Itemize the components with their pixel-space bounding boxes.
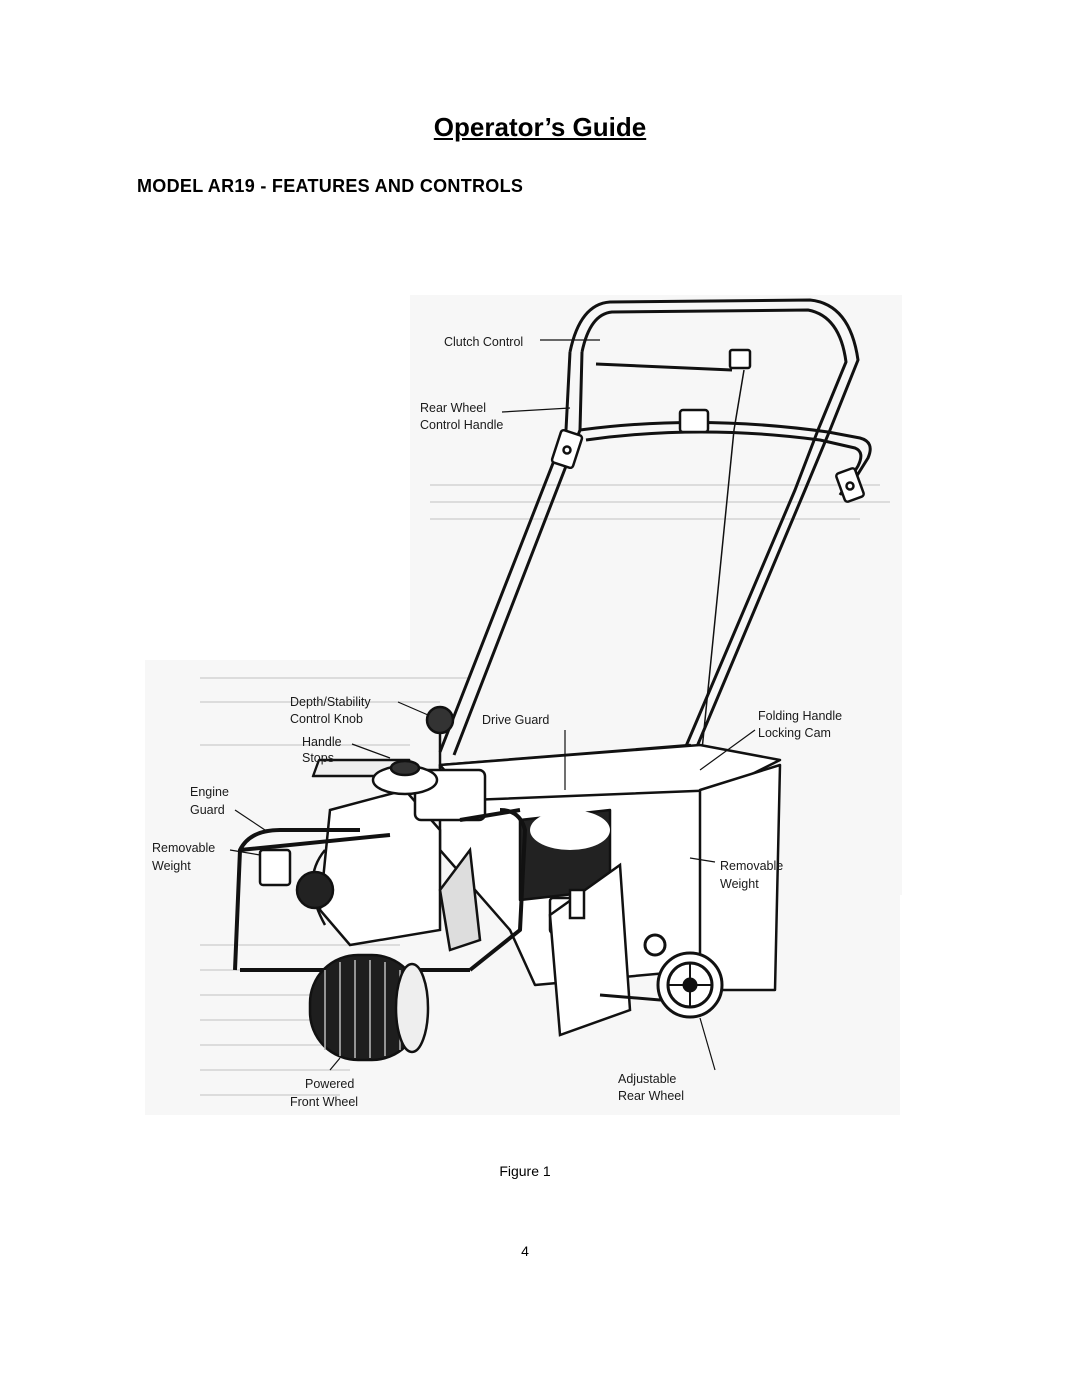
label-weight-left-line1: Removable bbox=[152, 841, 215, 855]
label-powered-line2: Front Wheel bbox=[290, 1095, 358, 1109]
section-heading: MODEL AR19 - FEATURES AND CONTROLS bbox=[137, 176, 524, 196]
label-weight-right-line1: Removable bbox=[720, 859, 783, 873]
label-depth-line2: Control Knob bbox=[290, 712, 363, 726]
label-rear-wheel-line2: Control Handle bbox=[420, 418, 503, 432]
label-engine-line1: Engine bbox=[190, 785, 229, 799]
label-engine-line2: Guard bbox=[190, 803, 225, 817]
powered-front-wheel bbox=[308, 953, 430, 1062]
label-handle-stops-line2: Stops bbox=[302, 751, 334, 765]
label-handle-stops-line1: Handle bbox=[302, 735, 342, 749]
label-folding-line2: Locking Cam bbox=[758, 726, 831, 740]
label-depth-line1: Depth/Stability bbox=[290, 695, 371, 709]
figure-caption: Figure 1 bbox=[499, 1163, 551, 1179]
page-title: Operator’s Guide bbox=[433, 112, 647, 142]
label-rear-wheel-line1: Rear Wheel bbox=[420, 401, 486, 415]
label-adjustable-line2: Rear Wheel bbox=[618, 1089, 684, 1103]
rear-weight bbox=[548, 862, 632, 1037]
aerator-diagram: Clutch Control Rear Wheel Control Handle… bbox=[145, 295, 902, 1115]
callout-leaders bbox=[229, 339, 756, 1071]
handle-brackets bbox=[550, 348, 865, 503]
label-clutch-control: Clutch Control bbox=[444, 335, 523, 349]
label-folding-line1: Folding Handle bbox=[758, 709, 842, 723]
label-weight-right-line2: Weight bbox=[720, 877, 759, 891]
main-housing bbox=[311, 743, 782, 992]
label-powered-line1: Powered bbox=[305, 1077, 354, 1091]
label-drive-guard: Drive Guard bbox=[482, 713, 549, 727]
label-adjustable-line1: Adjustable bbox=[618, 1072, 676, 1086]
label-weight-left-line2: Weight bbox=[152, 859, 191, 873]
adjustable-rear-wheel bbox=[599, 933, 724, 1019]
page-number: 4 bbox=[521, 1243, 529, 1259]
